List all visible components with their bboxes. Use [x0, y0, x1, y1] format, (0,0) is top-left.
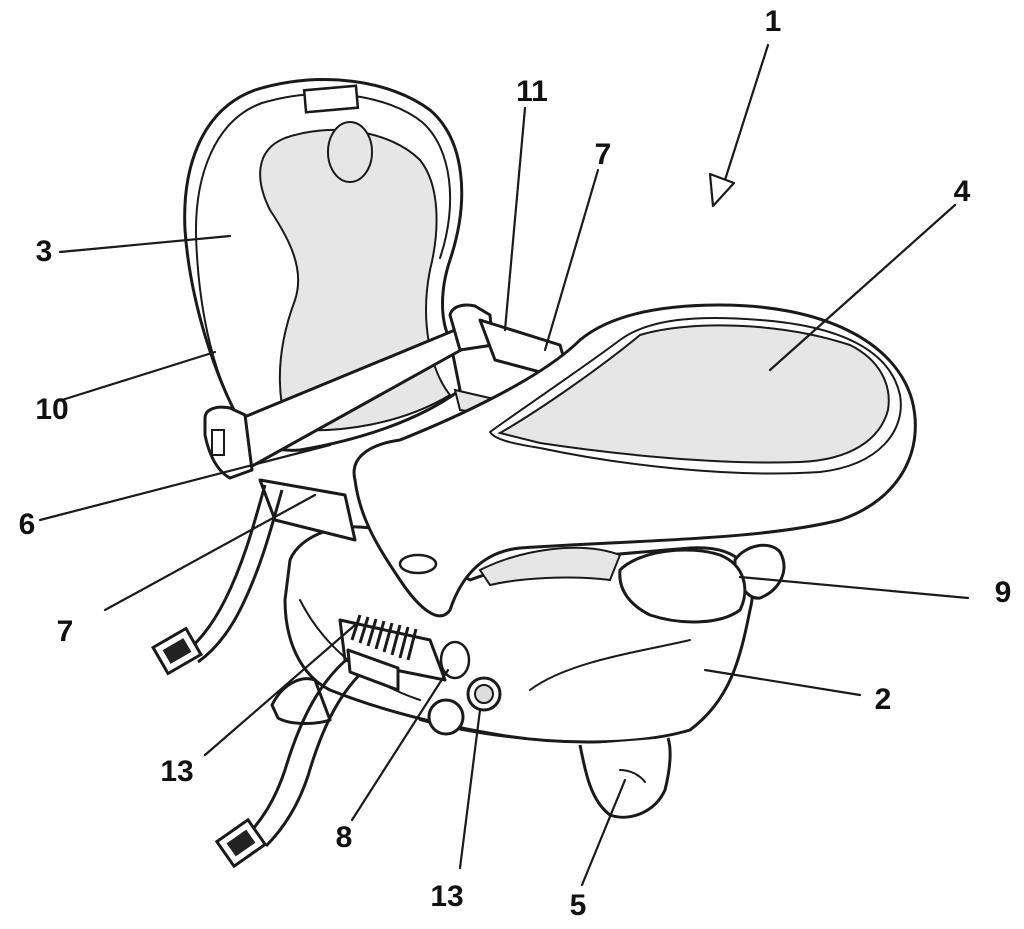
ref-label-9: 9 [994, 576, 1012, 609]
ref-label-8: 8 [335, 821, 353, 854]
leader-lines [38, 106, 970, 887]
tray-arm-left [258, 478, 357, 542]
release-knob [427, 698, 465, 736]
ref-label-10: 10 [35, 393, 69, 426]
release-button-front [466, 676, 502, 712]
ref-label-11: 11 [516, 75, 548, 108]
ref-label-7-top: 7 [594, 138, 612, 171]
ref-label-4: 4 [953, 175, 971, 208]
ref-label-13-left: 13 [160, 755, 194, 788]
tray [352, 303, 917, 618]
front-leg [578, 737, 672, 819]
cross-bar [203, 303, 495, 480]
ref-label-7-left: 7 [56, 615, 74, 648]
ref-label-2: 2 [874, 683, 892, 716]
seat-cushion [478, 546, 747, 624]
direction-arrow [708, 43, 770, 208]
ref-label-1: 1 [764, 5, 782, 38]
strap-upper [150, 484, 284, 676]
strap-lower [214, 648, 400, 869]
adjuster-grip [338, 614, 471, 682]
ref-label-5: 5 [569, 889, 587, 922]
ref-label-13-bottom: 13 [430, 880, 464, 913]
ref-label-3: 3 [35, 235, 53, 268]
ref-label-6: 6 [18, 508, 36, 541]
